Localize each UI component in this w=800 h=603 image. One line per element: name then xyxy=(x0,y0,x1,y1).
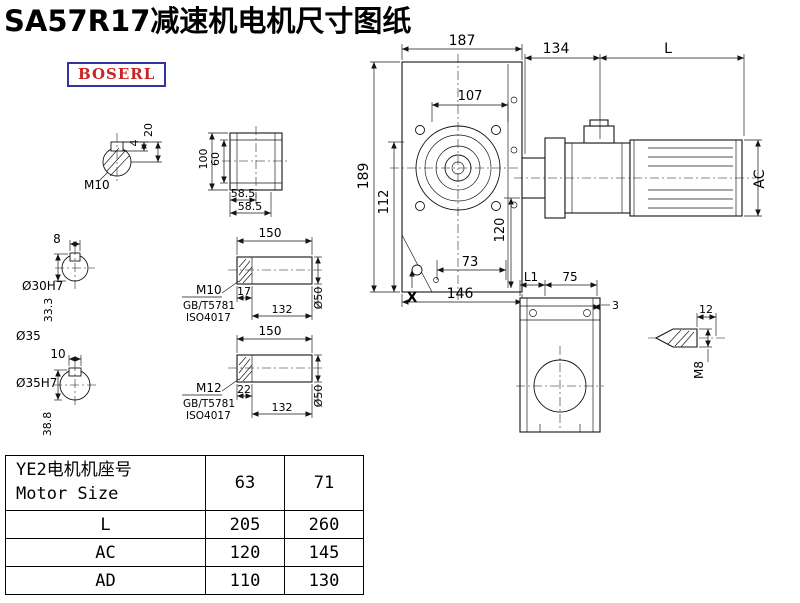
table-header-row: YE2电机机座号 Motor Size 63 71 xyxy=(5,455,364,511)
std-gb5781-b: GB/T5781 xyxy=(183,398,235,410)
dim-134: 134 xyxy=(543,41,570,57)
bolt-hole xyxy=(491,201,501,211)
gearbox-bottom-view: L1 75 3 xyxy=(516,270,619,433)
terminal-box xyxy=(583,125,615,144)
dim-187: 187 xyxy=(449,33,476,49)
row-label-L: L xyxy=(5,510,206,539)
value-AD-71: 130 xyxy=(284,566,364,595)
value-L-71: 260 xyxy=(284,510,364,539)
row-label-AC: AC xyxy=(5,538,206,567)
value-AC-71: 145 xyxy=(284,538,364,567)
thread-label-m10: M10 xyxy=(196,283,222,297)
std-iso4017-a: ISO4017 xyxy=(186,312,231,324)
dim-75: 75 xyxy=(562,270,577,284)
dim-107: 107 xyxy=(458,89,483,104)
table-row-AD: AD 110 130 xyxy=(5,566,364,595)
flange-top-view: 100 60 58.5 58.5 xyxy=(197,126,290,217)
dim-132-a: 132 xyxy=(272,303,293,316)
dim-12: 12 xyxy=(699,303,713,316)
dim-100: 100 xyxy=(197,149,210,170)
dim-58-5-b: 58.5 xyxy=(238,200,263,213)
key-end-view: M10 4 20 xyxy=(84,123,162,192)
pin-detail: 12 M8 xyxy=(648,303,726,379)
std-gb5781-a: GB/T5781 xyxy=(183,300,235,312)
page-title: SA57R17减速机电机尺寸图纸 xyxy=(4,4,412,38)
shaft-side-view-2: 150 M12 GB/T5781 ISO4017 22 132 Ø50 xyxy=(182,324,325,422)
shaft-section-35: 10 Ø35H7 38.8 xyxy=(16,347,97,436)
table-row-AC: AC 120 145 xyxy=(5,538,364,567)
dim-112: 112 xyxy=(377,190,392,215)
dim-4: 4 xyxy=(128,140,141,147)
dim-120: 120 xyxy=(493,218,508,243)
dim-M8: M8 xyxy=(692,361,706,379)
dim-17: 17 xyxy=(237,285,251,298)
dim-38-8: 38.8 xyxy=(41,412,54,437)
boserl-logo: BOSERL xyxy=(67,62,167,87)
dim-L: L xyxy=(664,41,672,57)
motor-side-view: 134 L AC xyxy=(514,41,768,219)
motor-size-header-cell: YE2电机机座号 Motor Size xyxy=(5,455,206,511)
dim-150-a: 150 xyxy=(259,226,282,240)
dim-20: 20 xyxy=(142,123,155,137)
dim-10: 10 xyxy=(50,347,65,361)
bore-35h7-label: Ø35H7 xyxy=(16,376,57,390)
dim-L1: L1 xyxy=(524,270,538,284)
dim-73: 73 xyxy=(462,255,479,270)
table-row-L: L 205 260 xyxy=(5,510,364,539)
x-mark: X xyxy=(407,290,418,306)
row-label-AD: AD xyxy=(5,566,206,595)
dia-35-label: Ø35 xyxy=(16,329,41,343)
dim-58-5-a: 58.5 xyxy=(231,187,256,200)
dim-132-b: 132 xyxy=(272,401,293,414)
motor-size-table: YE2电机机座号 Motor Size 63 71 L 205 260 AC 1… xyxy=(5,455,364,595)
header-line-cn: YE2电机机座号 xyxy=(16,460,132,481)
dim-150-b: 150 xyxy=(259,324,282,338)
header-line-en: Motor Size xyxy=(16,484,119,504)
std-iso4017-b: ISO4017 xyxy=(186,410,231,422)
dim-146: 146 xyxy=(447,286,474,302)
shaft-side-view-1: 150 M10 GB/T5781 ISO4017 17 132 Ø50 xyxy=(182,226,325,324)
dim-22: 22 xyxy=(237,383,251,396)
dim-3: 3 xyxy=(612,299,619,312)
shaft-section-30: 8 Ø30H7 33.3 Ø35 xyxy=(16,232,95,343)
dim-AC: AC xyxy=(752,169,768,188)
bolt-hole xyxy=(491,125,501,135)
dim-189: 189 xyxy=(356,163,372,190)
value-AC-63: 120 xyxy=(205,538,285,567)
dim-33-3: 33.3 xyxy=(42,298,55,323)
frame-size-63: 63 xyxy=(205,455,285,511)
frame-size-71: 71 xyxy=(284,455,364,511)
bore-30h7-label: Ø30H7 xyxy=(22,279,63,293)
bolt-hole xyxy=(415,125,425,135)
thread-label-m12: M12 xyxy=(196,381,222,395)
value-AD-63: 110 xyxy=(205,566,285,595)
gearbox-front-view: 187 107 189 112 120 73 146 X xyxy=(356,33,530,307)
bolt-hole xyxy=(415,201,425,211)
dimension-drawing: 187 107 189 112 120 73 146 X xyxy=(16,33,768,436)
dim-60: 60 xyxy=(209,152,222,166)
value-L-63: 205 xyxy=(205,510,285,539)
dim-50-b: Ø50 xyxy=(312,385,325,408)
bolt-hole xyxy=(411,264,423,276)
dim-8: 8 xyxy=(53,232,61,246)
dim-50-a: Ø50 xyxy=(312,287,325,310)
thread-m10-label: M10 xyxy=(84,178,110,192)
